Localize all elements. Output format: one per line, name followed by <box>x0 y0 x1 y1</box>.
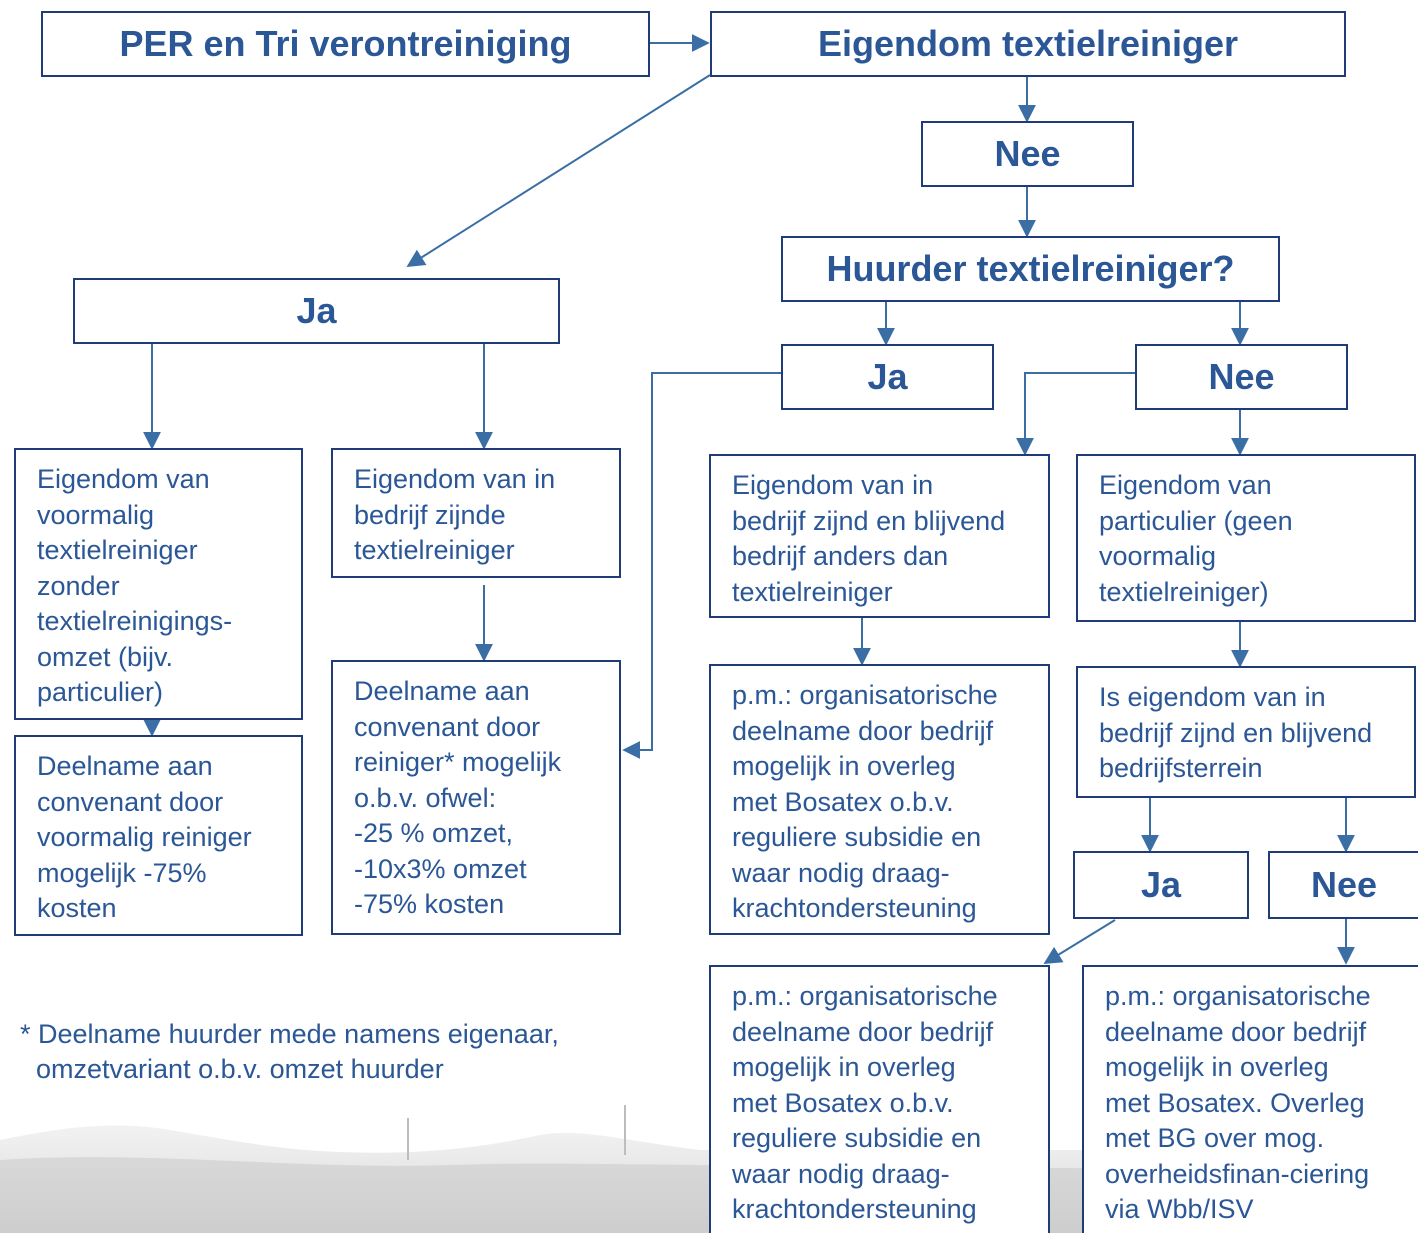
arrow-ja3-to-pm2 <box>1043 919 1116 964</box>
node-bedrijfsterrein: Is eigendom van in bedrijf zijnd en blij… <box>1076 666 1416 798</box>
footnote-line-1: * Deelname huurder mede namens eigenaar, <box>20 1019 559 1049</box>
node-pm-2: p.m.: organisatorische deelname door bed… <box>709 965 1050 1233</box>
footnote-line-2: omzetvariant o.b.v. omzet huurder <box>36 1054 444 1084</box>
arrow-nee2-to-anderbedrijf <box>1016 372 1135 456</box>
node-pm-1: p.m.: organisatorische deelname door bed… <box>709 664 1050 935</box>
footnote: * Deelname huurder mede namens eigenaar,… <box>20 1017 660 1087</box>
node-start: PER en Tri verontreiniging <box>41 11 650 77</box>
arrow-eigendom-to-ja <box>406 74 711 267</box>
node-nee-1: Nee <box>921 121 1134 187</box>
node-ja-2: Ja <box>781 344 994 410</box>
node-nee-2: Nee <box>1135 344 1348 410</box>
node-ander-bedrijf: Eigendom van in bedrijf zijnd en blijven… <box>709 454 1050 618</box>
node-deelname-reiniger: Deelname aan convenant door reiniger* mo… <box>331 660 621 935</box>
node-nee-3: Nee <box>1268 851 1418 919</box>
arrow-ja2-to-deelname <box>622 372 782 759</box>
node-particulier: Eigendom van particulier (geen voormalig… <box>1076 454 1416 622</box>
node-huurder: Huurder textielreiniger? <box>781 236 1280 302</box>
node-in-bedrijf: Eigendom van in bedrijf zijnde textielre… <box>331 448 621 578</box>
node-deelname-voormalig: Deelname aan convenant door voormalig re… <box>14 735 303 936</box>
node-ja-1: Ja <box>73 278 560 344</box>
node-pm-3: p.m.: organisatorische deelname door bed… <box>1082 965 1418 1233</box>
node-voormalig: Eigendom van voormalig textielreiniger z… <box>14 448 303 720</box>
node-ja-3: Ja <box>1073 851 1249 919</box>
node-eigendom: Eigendom textielreiniger <box>710 11 1346 77</box>
